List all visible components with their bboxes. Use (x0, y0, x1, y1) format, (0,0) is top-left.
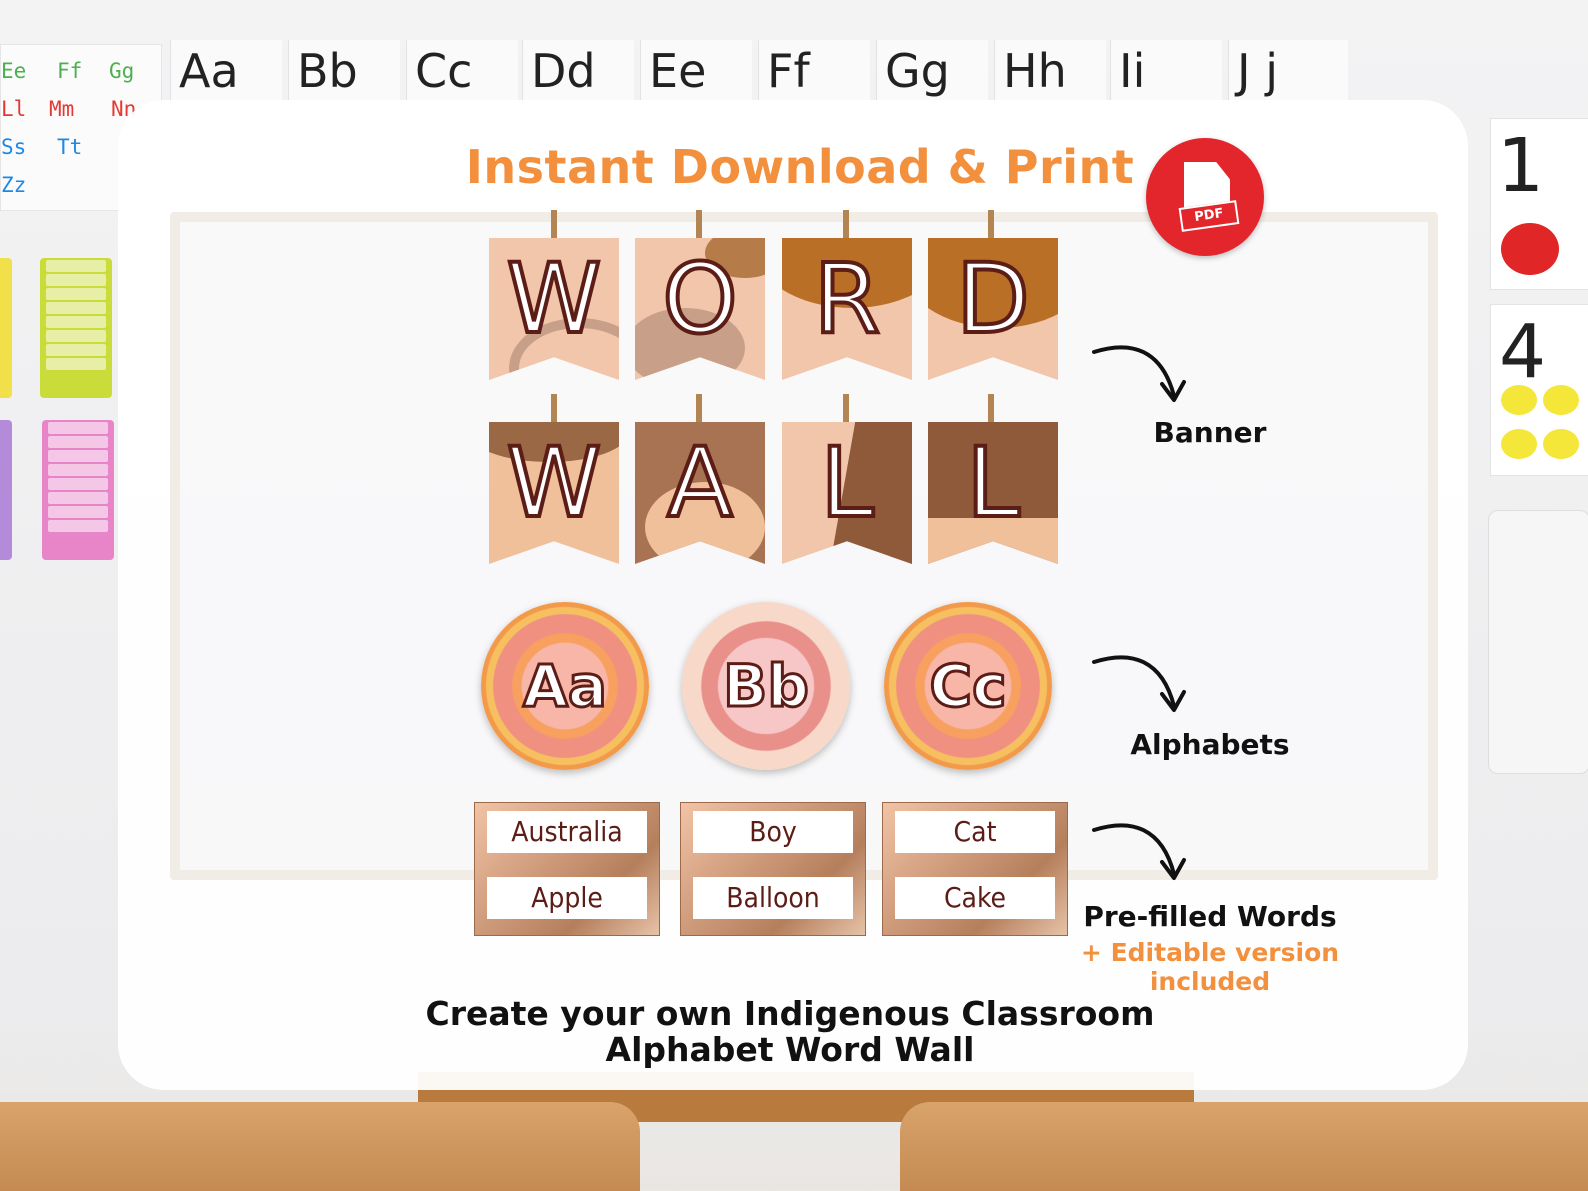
alphabet-disc: Bb (682, 602, 850, 770)
alpha-card: Cc (406, 40, 518, 102)
alpha-card: Ee (640, 40, 752, 102)
times-table-poster (42, 420, 114, 560)
alpha-card: Bb (288, 40, 400, 102)
chart-letter: Zz (1, 173, 27, 197)
alpha-card: Dd (522, 40, 634, 102)
clothes-peg (551, 210, 557, 242)
curved-arrow-icon (1092, 655, 1186, 712)
alphabet-letter: Bb (722, 651, 811, 722)
duck-icon (1501, 385, 1537, 415)
chart-letter: Tt (57, 135, 83, 159)
word-card: Boy Balloon (680, 802, 866, 936)
curved-arrow-icon (1092, 345, 1186, 402)
banner-letter: R (812, 242, 883, 356)
alpha-card: Aa (170, 40, 282, 102)
banner-letter: W (505, 426, 604, 540)
alpha-card: Gg (876, 40, 988, 102)
number-text: 1 (1497, 123, 1545, 209)
banner-letter: O (660, 242, 740, 356)
alphabets-label: Alphabets (1130, 728, 1290, 761)
clothes-peg (843, 394, 849, 426)
footer-caption: Create your own Indigenous Classroom Alp… (390, 996, 1190, 1068)
pdf-badge: PDF (1146, 138, 1264, 256)
chart-letter: Ss (1, 135, 27, 159)
duck-icon (1543, 429, 1579, 459)
word-label: Boy (693, 811, 853, 853)
alpha-card: Hh (994, 40, 1106, 102)
times-table-poster (0, 420, 12, 560)
banner-pennant: W (489, 238, 619, 380)
editable-note: + Editable version (1080, 938, 1340, 967)
alpha-card: Ff (758, 40, 870, 102)
duck-icon (1501, 429, 1537, 459)
chart-letter: Mm (49, 97, 75, 121)
word-card: Australia Apple (474, 802, 660, 936)
alpha-card: Ii (1110, 40, 1222, 102)
banner-letter: L (818, 426, 875, 540)
footer-line-1: Create your own Indigenous Classroom (425, 994, 1155, 1033)
banner-pennant: L (782, 422, 912, 564)
banner-letter: A (665, 426, 735, 540)
headline: Instant Download & Print (465, 140, 1135, 194)
curved-arrow-icon (1092, 823, 1186, 880)
desk-left (0, 1102, 640, 1191)
chart-letter: Ff (57, 59, 83, 83)
chart-letter: Ll (1, 97, 27, 121)
word-card: Cat Cake (882, 802, 1068, 936)
banner-letter: W (505, 242, 604, 356)
desk-right (900, 1102, 1588, 1191)
chart-letter: Gg (109, 59, 135, 83)
times-table-poster (40, 258, 112, 398)
number-card: 4 (1490, 304, 1588, 476)
word-label: Apple (487, 877, 647, 919)
duck-icon (1543, 385, 1579, 415)
word-label: Cake (895, 877, 1055, 919)
prefilled-words-label: Pre-filled Words (1083, 900, 1337, 933)
clothes-peg (988, 394, 994, 426)
alphabet-letter: Cc (928, 651, 1008, 722)
clothes-peg (696, 394, 702, 426)
banner-label: Banner (1153, 416, 1267, 449)
editable-note-included: included (1149, 967, 1271, 996)
clothes-peg (988, 210, 994, 242)
banner-pennant: R (782, 238, 912, 380)
clothes-peg (696, 210, 702, 242)
banner-pennant: A (635, 422, 765, 564)
alphabet-letter: Aa (521, 651, 608, 722)
banner-pennant: D (928, 238, 1058, 380)
banner-letter: D (954, 242, 1032, 356)
banner-pennant: L (928, 422, 1058, 564)
alphabet-disc: Aa (481, 602, 649, 770)
banner-letter: L (964, 426, 1021, 540)
alphabet-disc: Cc (884, 602, 1052, 770)
number-card: 1 (1490, 118, 1588, 290)
clothes-peg (551, 394, 557, 426)
alpha-card: J j (1228, 40, 1348, 102)
footer-line-2: Alphabet Word Wall (605, 1030, 975, 1069)
chart-letter: Ee (1, 59, 27, 83)
clothes-peg (843, 210, 849, 242)
word-label: Cat (895, 811, 1055, 853)
word-label: Balloon (693, 877, 853, 919)
alphabet-strip: Aa Bb Cc Dd Ee Ff Gg Hh Ii J j (0, 40, 1360, 102)
banner-pennant: W (489, 422, 619, 564)
number-text: 4 (1499, 309, 1547, 395)
times-table-poster (0, 258, 12, 398)
apple-icon (1501, 223, 1559, 275)
word-label: Australia (487, 811, 647, 853)
magnetic-board (1488, 510, 1588, 774)
